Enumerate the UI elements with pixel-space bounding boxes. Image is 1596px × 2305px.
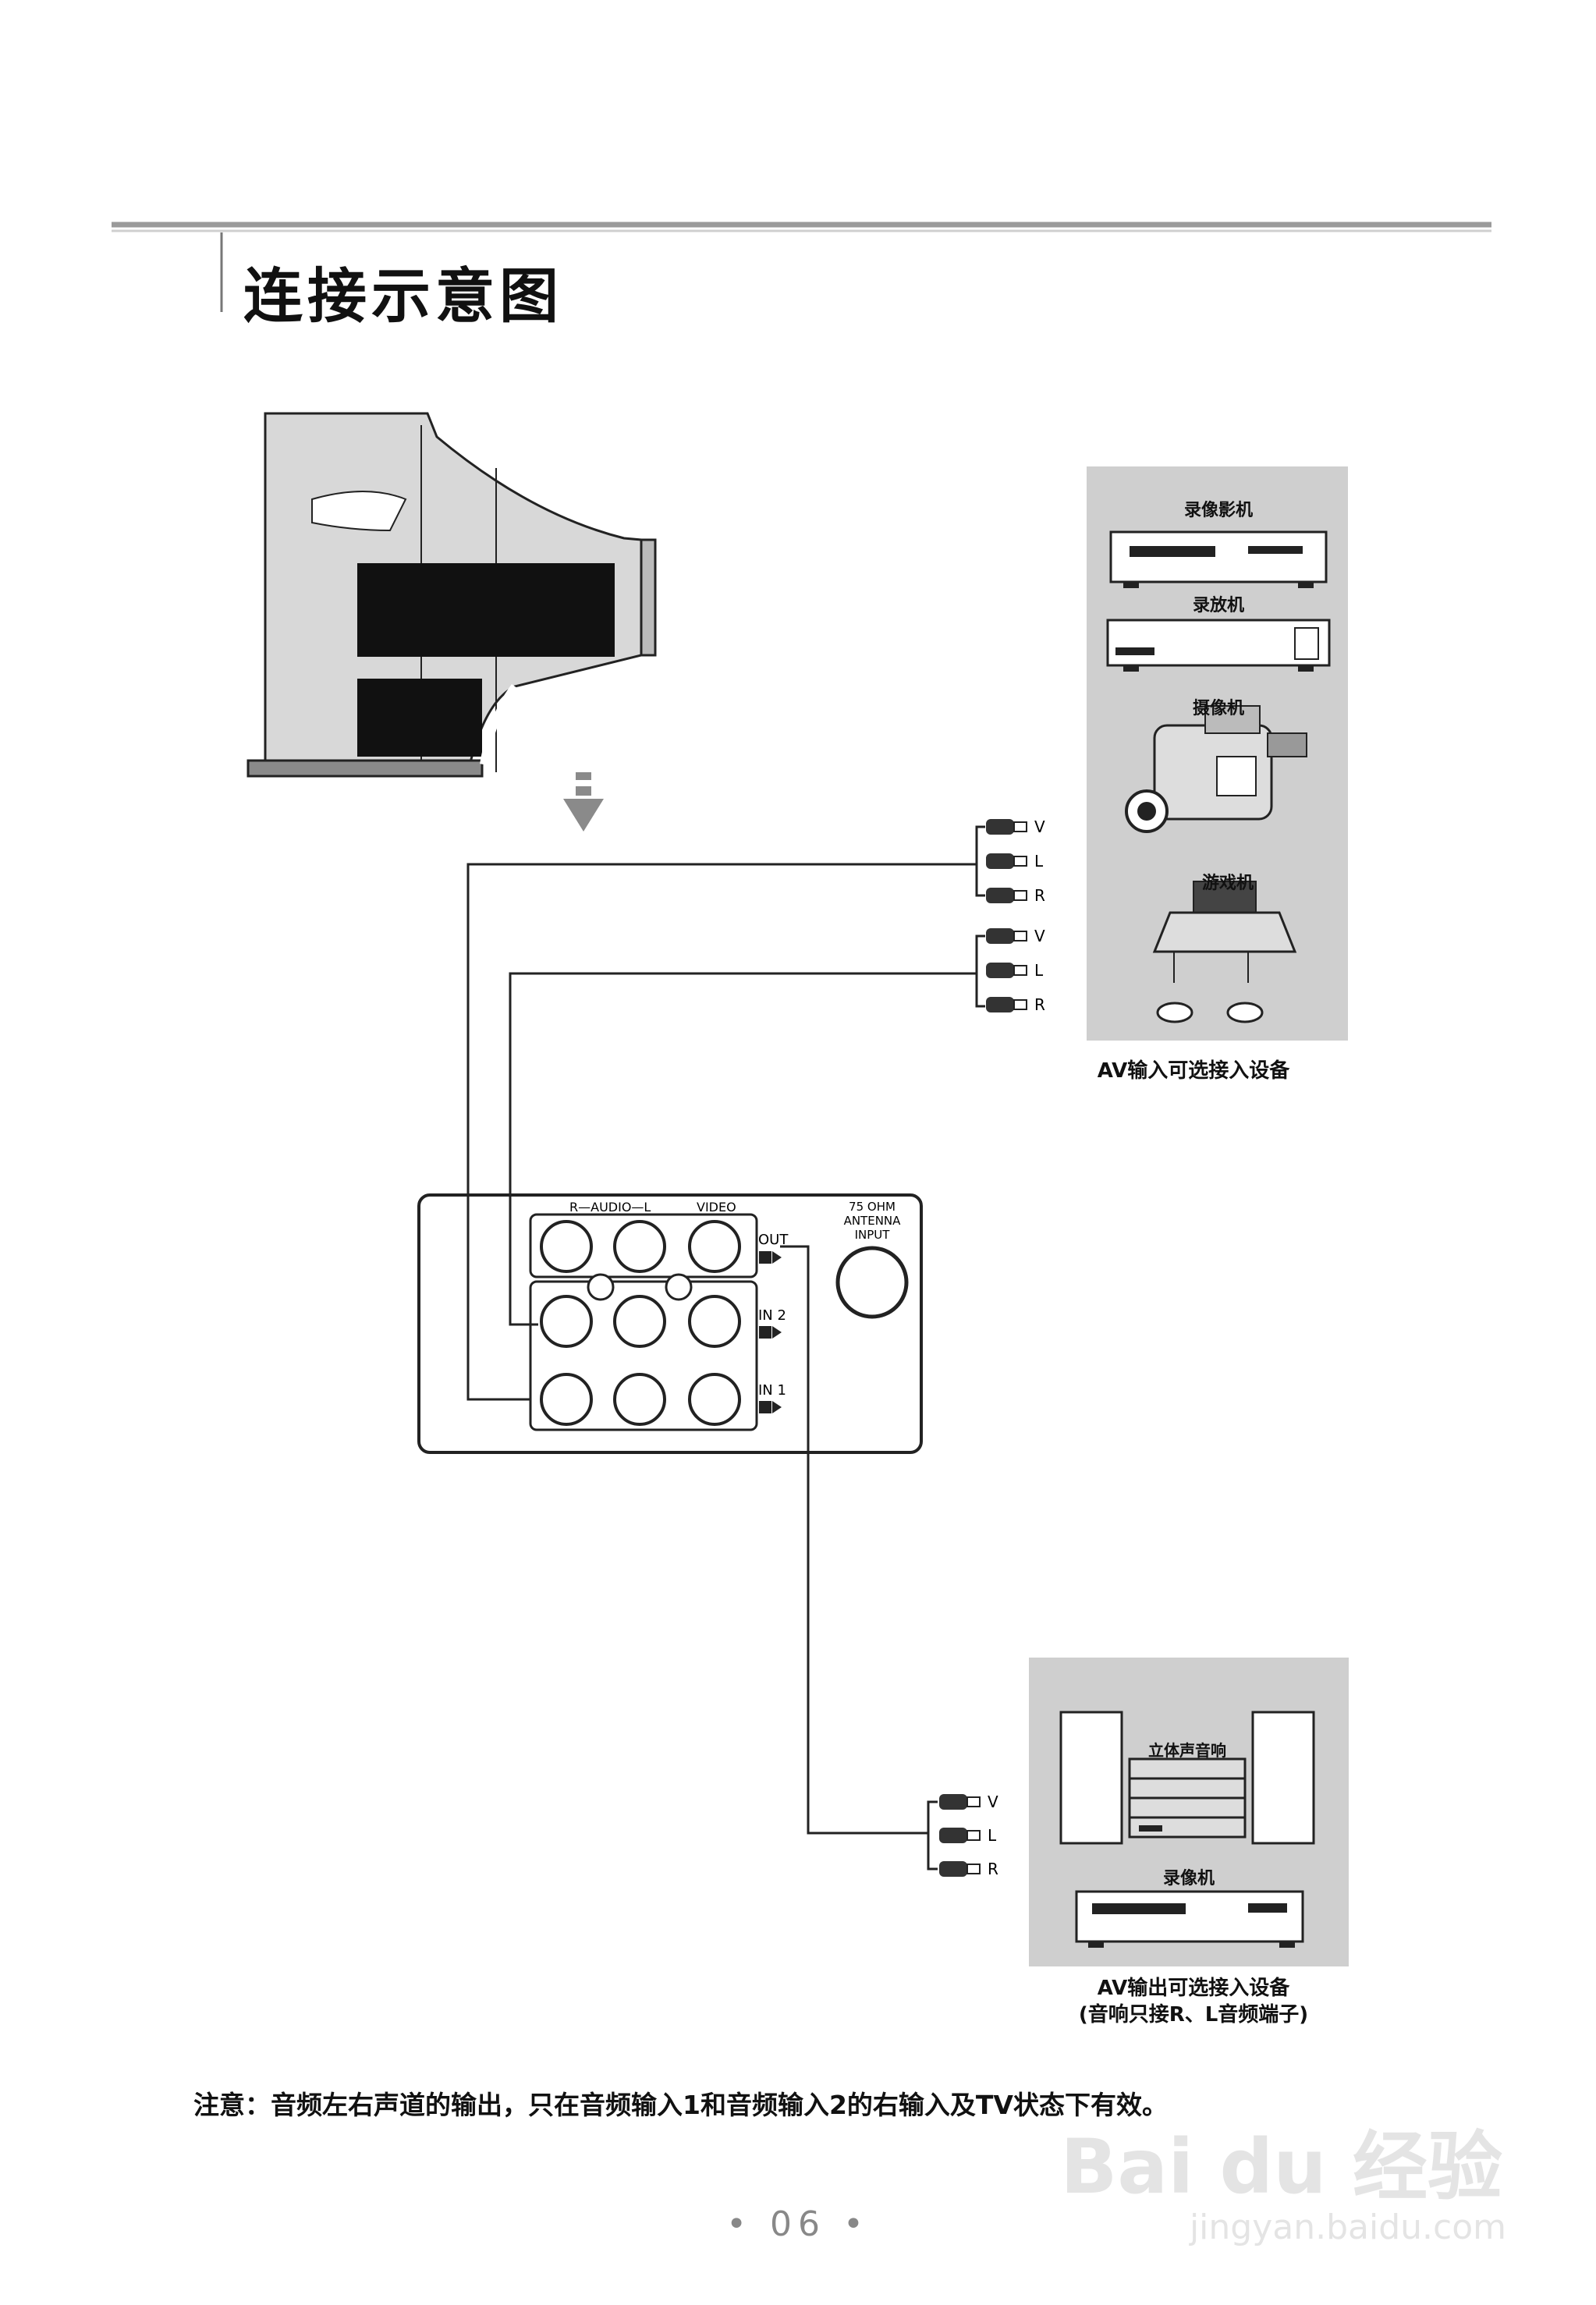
plug-label: L: [1034, 961, 1044, 980]
watermark-url: jingyan.baidu.com: [1189, 2207, 1506, 2247]
rca-plug: L: [986, 852, 1044, 871]
antenna-label-2: ANTENNA: [844, 1214, 902, 1228]
plug-label: R: [1034, 995, 1045, 1014]
page-number: • 06 •: [726, 2204, 870, 2244]
rca-jack: [613, 1295, 666, 1348]
vcr-icon: [1109, 530, 1328, 588]
vcr-icon-output: [1075, 1890, 1304, 1948]
arrow-icons: [759, 1251, 782, 1413]
output-device-label-stereo: 立体声音响: [1148, 1741, 1226, 1760]
video-label: VIDEO: [697, 1200, 736, 1215]
rca-plug: R: [986, 995, 1045, 1014]
rca-jack: [688, 1295, 741, 1348]
rca-plug: R: [939, 1860, 998, 1878]
video-player-icon: [1106, 619, 1331, 672]
rca-plug: R: [986, 886, 1045, 905]
plug-label: V: [1034, 927, 1045, 945]
output-devices-caption-note: (音响只接R、L音频端子): [1078, 2003, 1309, 2027]
in2-label: IN 2: [758, 1307, 786, 1324]
input-device-label-vcr: 录像影机: [1183, 501, 1253, 520]
in1-label: IN 1: [758, 1382, 786, 1399]
game-console-icon: [1152, 881, 1297, 1023]
camcorder-icon: [1125, 705, 1307, 833]
footnote: 注意：音频左右声道的输出，只在音频输入1和音频输入2的右输入及TV状态下有效。: [193, 2090, 1168, 2120]
rca-plug: L: [939, 1826, 997, 1845]
antenna-jack: [835, 1246, 909, 1319]
plug-label: V: [988, 1793, 998, 1811]
rca-plug: L: [986, 961, 1044, 980]
plug-label: R: [1034, 886, 1045, 905]
input-devices-caption: AV输入可选接入设备: [1097, 1059, 1290, 1083]
rca-jack: [613, 1220, 666, 1273]
output-devices-caption: AV输出可选接入设备: [1097, 1977, 1290, 2000]
tv-side-view: [246, 412, 657, 778]
rca-jack: [688, 1220, 741, 1273]
rca-jack: [688, 1373, 741, 1426]
header-rule: [112, 222, 1491, 312]
rca-plug: V: [986, 927, 1045, 945]
output-devices-panel: [1029, 1658, 1349, 1966]
out-label: OUT: [758, 1232, 789, 1248]
antenna-label-1: 75 OHM: [849, 1200, 896, 1214]
plug-label: R: [988, 1860, 998, 1878]
output-device-label-vcr: 录像机: [1162, 1869, 1215, 1888]
input-devices-panel: [1087, 466, 1348, 1041]
cables: [466, 825, 985, 1871]
input-device-label-camcorder: 摄像机: [1192, 699, 1244, 718]
audio-label: R—AUDIO—L: [569, 1200, 651, 1215]
plug-label: V: [1034, 817, 1045, 836]
input-device-label-game: 游戏机: [1201, 874, 1254, 893]
stereo-system-icon: [1059, 1711, 1315, 1845]
watermark-logo: Bai du 经验: [1060, 2123, 1502, 2211]
antenna-label-3: INPUT: [855, 1228, 891, 1242]
rca-jack: [540, 1295, 593, 1348]
rca-plug: V: [939, 1793, 998, 1811]
plug-label: L: [1034, 852, 1044, 871]
page-title: 连接示意图: [243, 261, 563, 331]
cable-out: [780, 1245, 906, 1835]
cable-in2: [509, 972, 967, 1326]
rca-jack: [613, 1373, 666, 1426]
arrow-down-icon: [563, 772, 604, 832]
rca-jack: [540, 1220, 593, 1273]
plug-label: L: [988, 1826, 997, 1845]
input-device-label-player: 录放机: [1192, 596, 1244, 615]
rca-jack: [540, 1373, 593, 1426]
av-terminal-panel: R—AUDIO—L VIDEO OUT IN 2 IN 1 75 OHM ANT…: [417, 1193, 923, 1454]
cable-in1: [466, 863, 967, 1401]
rca-plug: V: [986, 817, 1045, 836]
